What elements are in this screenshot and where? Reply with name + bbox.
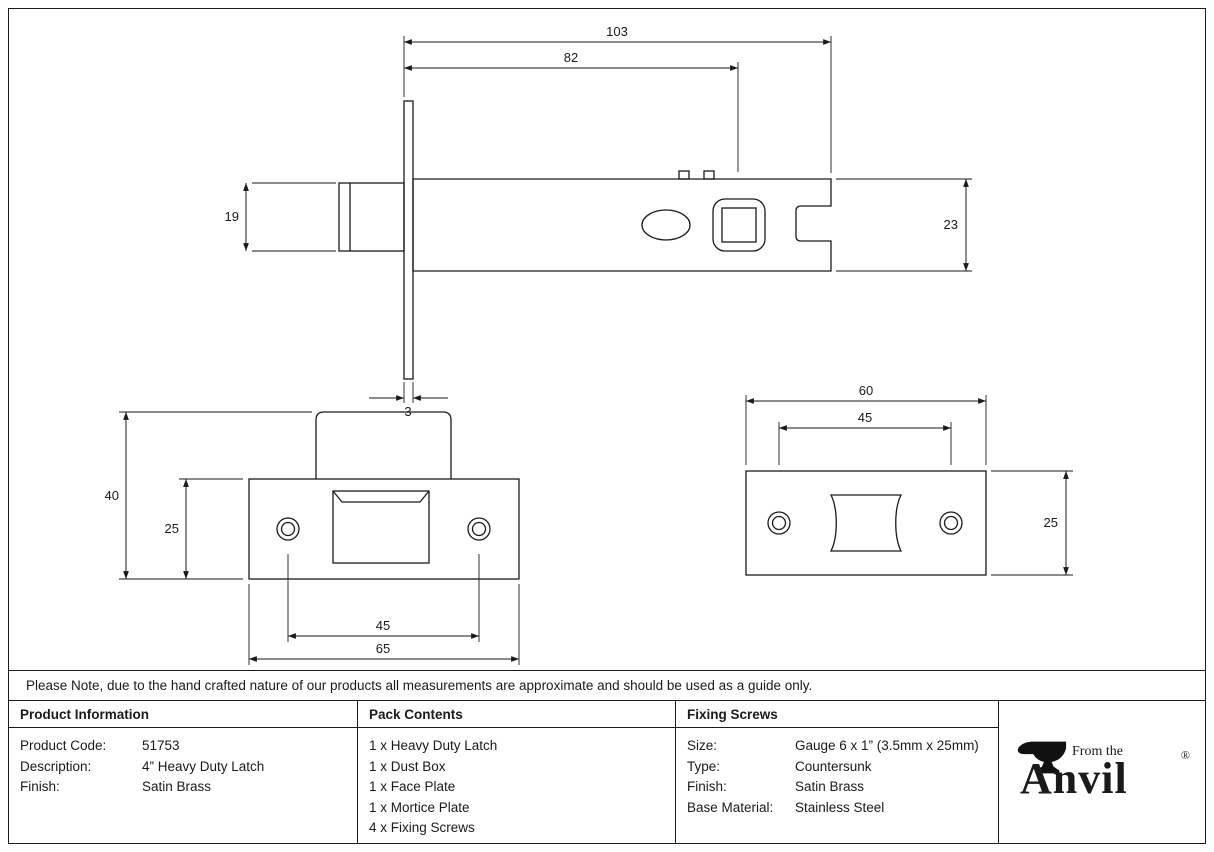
note-text: Please Note, due to the hand crafted nat… [26, 678, 813, 693]
latch-side-view-drawing: 103 82 19 23 3 [225, 24, 972, 419]
pack-contents-column: Pack Contents 1 x Heavy Duty Latch 1 x D… [357, 701, 675, 843]
field-value: Gauge 6 x 1” (3.5mm x 25mm) [795, 738, 979, 753]
dim-plate-height-label: 25 [165, 521, 179, 536]
oval-hole [641, 209, 691, 241]
field-value: Countersunk [795, 758, 872, 774]
dim-backset-label: 82 [564, 50, 578, 65]
product-information-header: Product Information [9, 701, 357, 728]
field-value: 51753 [142, 738, 180, 753]
dim-plate-width-label: 65 [376, 641, 390, 656]
field-label: Size: [687, 738, 718, 753]
strike-opening [829, 494, 903, 552]
table-row: Finish: Satin Brass [20, 777, 346, 798]
spec-sheet: 103 82 19 23 3 [8, 8, 1206, 844]
case-tab [703, 170, 715, 180]
field-label: Finish: [687, 779, 727, 794]
dim-screw-centres-label: 45 [376, 618, 390, 633]
latch-case [412, 178, 832, 272]
table-row: Description: 4” Heavy Duty Latch [20, 757, 346, 778]
technical-drawing-svg: 103 82 19 23 3 [105, 24, 1073, 665]
field-value: Stainless Steel [795, 799, 885, 815]
face-plate-outline [248, 478, 520, 580]
dim-overall-length-label: 103 [606, 24, 628, 39]
field-label: Base Material: [687, 799, 774, 815]
field-label: Description: [20, 758, 92, 774]
mortice-plate-outline [745, 470, 987, 576]
field-label: Product Code: [20, 738, 107, 753]
pack-item: 1 x Mortice Plate [369, 799, 470, 815]
spindle-follower [712, 198, 766, 252]
logo-cell: From the Anvil ® [998, 701, 1205, 843]
note-bar: Please Note, due to the hand crafted nat… [9, 670, 1205, 700]
table-row: Size: Gauge 6 x 1” (3.5mm x 25mm) [687, 736, 987, 757]
dust-box-tab [315, 411, 452, 479]
registered-mark: ® [1180, 748, 1190, 762]
field-value: 4” Heavy Duty Latch [142, 758, 265, 774]
screw-hole [276, 517, 300, 541]
fixing-screws-column: Fixing Screws Size: Gauge 6 x 1” (3.5mm … [675, 701, 998, 843]
fixing-screws-header: Fixing Screws [676, 701, 998, 728]
latch-bolt [338, 182, 405, 252]
face-plate-opening [332, 490, 430, 564]
field-value: Satin Brass [142, 779, 212, 794]
screw-hole [467, 517, 491, 541]
faceplate-edge [403, 100, 414, 380]
field-label: Type: [687, 758, 721, 774]
mortice-plate-drawing: 60 45 25 [745, 383, 1073, 576]
dim-bolt-height-label: 19 [225, 209, 239, 224]
pack-item: 1 x Heavy Duty Latch [369, 738, 498, 753]
table-row: Finish: Satin Brass [687, 777, 987, 798]
pack-contents-header: Pack Contents [358, 701, 675, 728]
screw-hole [767, 511, 791, 535]
pack-item: 4 x Fixing Screws [369, 820, 475, 835]
field-label: Finish: [20, 779, 60, 794]
table-row: Product Code: 51753 [20, 736, 346, 757]
dim-case-height-label: 23 [944, 217, 958, 232]
technical-drawing-area: 103 82 19 23 3 [9, 9, 1205, 670]
case-tab [678, 170, 690, 180]
spec-table: Product Information Product Code: 51753 … [9, 700, 1205, 843]
logo-tagline: From the [1072, 744, 1123, 759]
anvil-icon [1017, 741, 1067, 774]
screw-hole [939, 511, 963, 535]
table-row: Base Material: Stainless Steel [687, 798, 987, 819]
spindle-square-hole [721, 207, 757, 243]
dim-total-height-label: 40 [105, 488, 119, 503]
dim-mortice-width-label: 60 [859, 383, 873, 398]
table-row: Type: Countersunk [687, 757, 987, 778]
face-plate-drawing: 40 25 45 65 [105, 411, 520, 665]
dim-mortice-height-label: 25 [1044, 515, 1058, 530]
latch-through-opening [332, 490, 430, 503]
pack-item: 1 x Dust Box [369, 758, 446, 774]
logo-brand: Anvil [1020, 754, 1128, 803]
product-information-column: Product Information Product Code: 51753 … [9, 701, 357, 843]
pack-item: 1 x Face Plate [369, 779, 456, 794]
field-value: Satin Brass [795, 779, 865, 794]
from-the-anvil-logo: From the Anvil ® [1014, 738, 1190, 806]
dim-mortice-screw-centres-label: 45 [858, 410, 872, 425]
